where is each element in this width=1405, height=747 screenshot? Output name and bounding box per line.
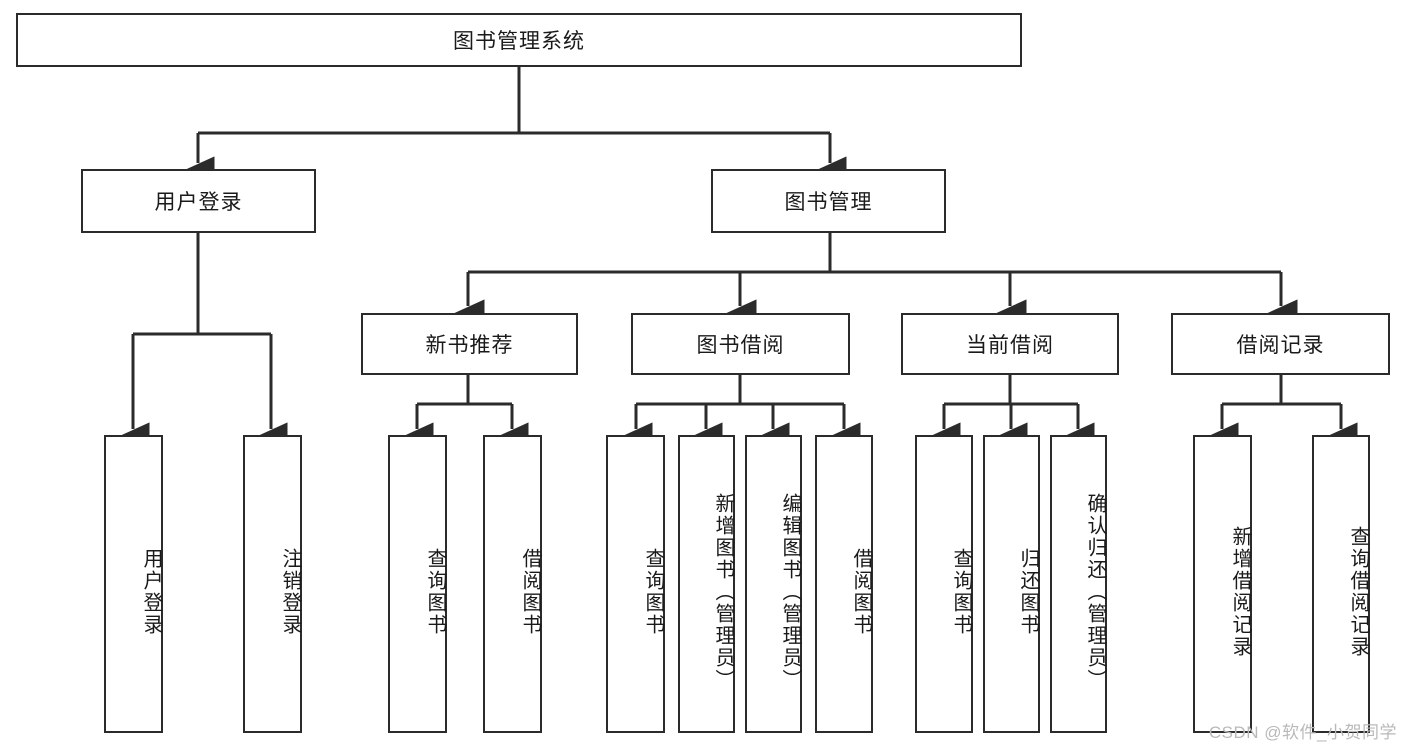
leaf-new-book-borrow[interactable]: 借阅图书: [483, 435, 542, 733]
node-book-borrow[interactable]: 图书借阅: [631, 313, 850, 375]
leaf-label: 查询图书: [424, 548, 446, 636]
leaf-label: 查询图书: [950, 548, 972, 636]
leaf-current-borrow-return[interactable]: 归还图书: [983, 435, 1040, 733]
node-book-management-label: 图书管理: [784, 191, 873, 214]
node-current-borrow[interactable]: 当前借阅: [901, 313, 1119, 375]
leaf-book-borrow-query[interactable]: 查询图书: [606, 435, 665, 733]
watermark: CSDN @软件_小贺同学: [1208, 723, 1397, 742]
leaf-label: 借阅图书: [519, 548, 541, 636]
node-borrow-record[interactable]: 借阅记录: [1171, 313, 1390, 375]
leaf-new-book-query[interactable]: 查询图书: [388, 435, 447, 733]
leaf-book-borrow-edit[interactable]: 编辑图书（管理员）: [745, 435, 802, 733]
leaf-label: 编辑图书（管理员）: [779, 493, 801, 691]
node-new-book-recommend-label: 新书推荐: [425, 334, 514, 357]
leaf-user-login-logout[interactable]: 注销登录: [243, 435, 302, 733]
node-user-login-label: 用户登录: [154, 191, 243, 214]
leaf-borrow-record-add[interactable]: 新增借阅记录: [1193, 435, 1252, 733]
leaf-book-borrow-add[interactable]: 新增图书（管理员）: [678, 435, 735, 733]
node-borrow-record-label: 借阅记录: [1236, 334, 1325, 357]
leaf-label: 新增图书（管理员）: [712, 493, 734, 691]
node-root-label: 图书管理系统: [453, 30, 585, 53]
leaf-user-login-login[interactable]: 用户登录: [104, 435, 163, 733]
node-book-management[interactable]: 图书管理: [711, 169, 946, 233]
leaf-label: 查询图书: [642, 548, 664, 636]
leaf-borrow-record-query[interactable]: 查询借阅记录: [1312, 435, 1370, 733]
node-current-borrow-label: 当前借阅: [966, 334, 1054, 357]
leaf-label: 新增借阅记录: [1229, 526, 1251, 658]
leaf-label: 确认归还（管理员）: [1084, 493, 1106, 691]
leaf-book-borrow-borrow[interactable]: 借阅图书: [815, 435, 873, 733]
leaf-label: 查询借阅记录: [1347, 526, 1369, 658]
node-new-book-recommend[interactable]: 新书推荐: [361, 313, 578, 375]
node-user-login[interactable]: 用户登录: [81, 169, 316, 233]
node-book-borrow-label: 图书借阅: [696, 334, 785, 357]
leaf-current-borrow-query[interactable]: 查询图书: [915, 435, 973, 733]
leaf-label: 归还图书: [1017, 548, 1039, 636]
leaf-label: 注销登录: [279, 548, 301, 636]
leaf-label: 借阅图书: [850, 548, 872, 636]
node-root[interactable]: 图书管理系统: [16, 13, 1022, 67]
leaf-label: 用户登录: [140, 548, 162, 636]
leaf-current-borrow-confirm-return[interactable]: 确认归还（管理员）: [1050, 435, 1107, 733]
